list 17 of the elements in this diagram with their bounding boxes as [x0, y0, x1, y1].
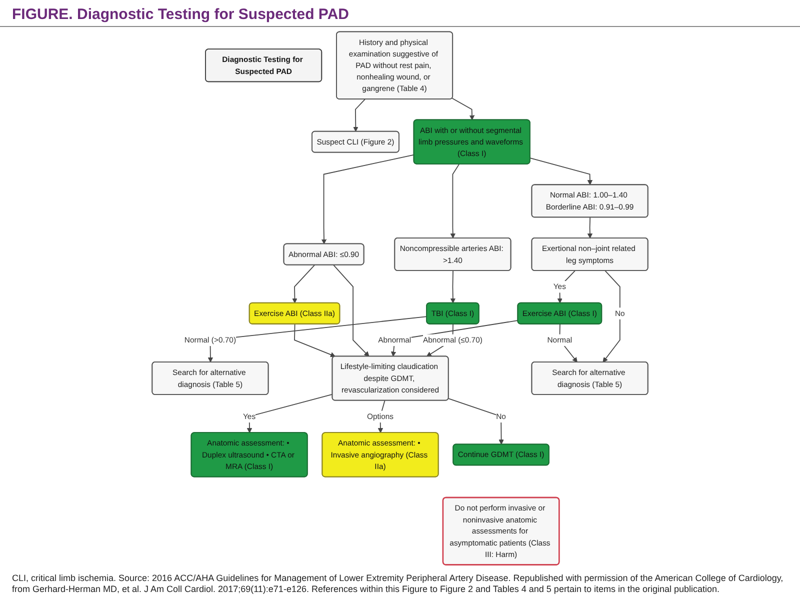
figure-caption: CLI, critical limb ischemia. Source: 2016 ACC/AHA Guidelines for Management of Lower Extremity Peripheral Artery Disease. Republished with permission of the American College of Cardiology, from Gerhard-Herman MD, et al. J Am Coll Cardiol. 2017;69(11):e71-e126. References within this Figure to Figure 2 and Tables 4 and 5 pertain to items in the original publication. [11, 572, 784, 596]
arrow [333, 264, 370, 357]
arrow [557, 270, 576, 304]
arrow [246, 394, 333, 434]
arrow [208, 316, 428, 362]
arrow [353, 98, 366, 132]
arrow [450, 164, 460, 238]
arrow [294, 324, 336, 358]
arrow [587, 217, 593, 238]
arrow [602, 270, 620, 362]
arrow [530, 158, 593, 186]
arrow [450, 270, 456, 304]
figure-title: FIGURE. Diagnostic Testing for Suspected PAD [0, 0, 800, 27]
arrow [292, 264, 316, 304]
arrow [452, 98, 475, 120]
arrow [321, 154, 414, 244]
arrow [448, 398, 504, 445]
